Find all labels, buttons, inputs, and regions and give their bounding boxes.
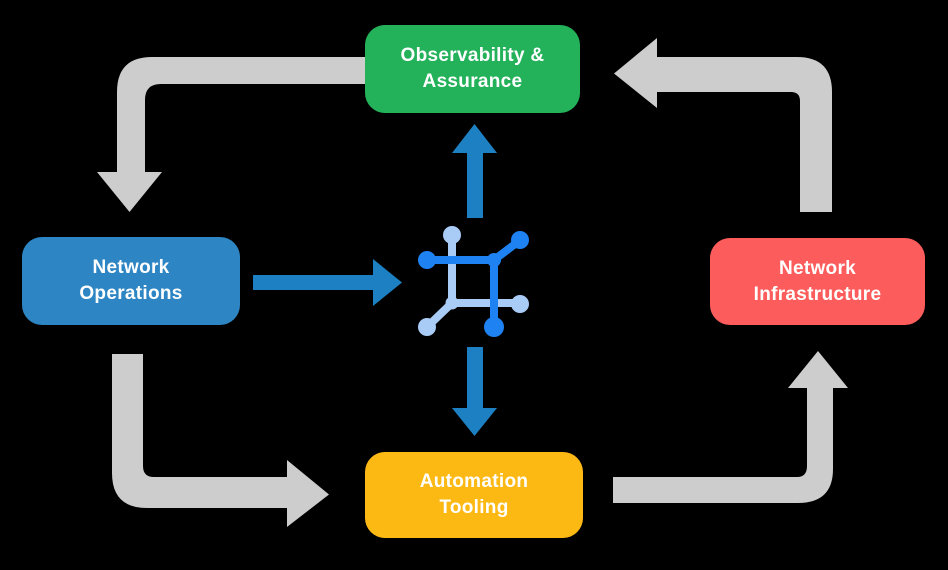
mesh-node-bottom	[484, 317, 504, 337]
arrow-infrastructure-to-observability	[614, 38, 832, 212]
mesh-node-top-left	[443, 226, 461, 244]
mesh-junction-light	[445, 296, 459, 310]
arrow-operations-to-tooling	[112, 354, 329, 527]
mesh-node-bottom-left	[418, 318, 436, 336]
node-network-operations: Network Operations	[22, 237, 240, 325]
arrow-center-to-observability	[452, 124, 497, 218]
node-observability-assurance-label: Observability & Assurance	[400, 45, 545, 92]
mesh-node-top-right	[511, 231, 529, 249]
node-observability-assurance: Observability & Assurance	[365, 25, 580, 113]
arrow-observability-to-operations	[97, 57, 365, 212]
node-automation-tooling: Automation Tooling	[365, 452, 583, 538]
arrow-tooling-to-infrastructure	[613, 351, 848, 503]
node-automation-tooling-label: Automation Tooling	[419, 471, 529, 518]
mesh-junction-dark	[487, 253, 501, 267]
node-network-infrastructure-label: Network Infrastructure	[753, 257, 882, 305]
mesh-node-right	[511, 295, 529, 313]
node-network-operations-label: Network Operations	[79, 257, 183, 304]
arrow-center-to-tooling	[452, 347, 497, 436]
network-mesh-icon	[418, 226, 529, 337]
node-network-infrastructure: Network Infrastructure	[710, 238, 925, 325]
arrow-operations-to-center	[253, 259, 402, 306]
mesh-node-left	[418, 251, 436, 269]
